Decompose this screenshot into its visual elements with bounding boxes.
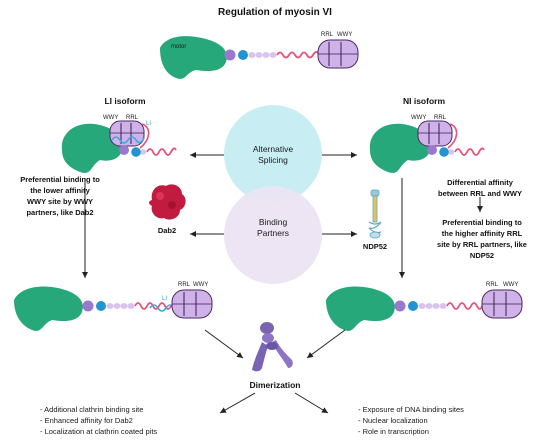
- left-text-block: Preferential binding to the lower affini…: [20, 175, 100, 217]
- outcome-item: - Nuclear localization: [358, 416, 428, 425]
- lever-sphere: [427, 145, 437, 155]
- rrl-label: RRL: [178, 282, 191, 288]
- cargo-binding-domain: [417, 120, 453, 147]
- wwy-label: WWY: [411, 115, 426, 121]
- right-text-bottom: Preferential binding to the higher affin…: [437, 218, 527, 260]
- right-text-line: between RRL and WWY: [438, 189, 522, 198]
- rrl-label: RRL: [434, 115, 447, 121]
- lever-sphere: [82, 300, 94, 312]
- myosin-ni-open: RRL WWY: [326, 282, 523, 331]
- li-isoform-label: LI isoform: [104, 96, 146, 106]
- coiled-coil: [446, 302, 483, 310]
- coiled-coil: [454, 147, 485, 156]
- outcomes-right: - Exposure of DNA binding sites - Nuclea…: [358, 405, 464, 436]
- binding-partners-line1: Binding: [259, 217, 288, 227]
- right-text-line: the higher affinity RRL: [442, 229, 523, 238]
- lever-arm-beads: [106, 303, 135, 309]
- li-label: LI: [162, 296, 167, 302]
- arrow-ni-dimer: [306, 329, 346, 359]
- motor-label: motor: [171, 44, 186, 50]
- motor-domain: [14, 286, 83, 331]
- coiled-coil: [146, 147, 177, 156]
- outcome-item: - Role in transcription: [358, 427, 429, 436]
- myosin-li-folded: WWY RRL LI: [61, 115, 177, 173]
- alternative-splicing-circle: [224, 105, 322, 203]
- rrl-label: RRL: [486, 282, 499, 288]
- dab2-protein: [149, 184, 186, 220]
- blue-sphere: [408, 301, 418, 311]
- dimerization-label: Dimerization: [249, 380, 300, 390]
- lever-arm-beads: [248, 52, 277, 58]
- binding-partners-circle: [224, 186, 322, 284]
- blue-sphere: [96, 301, 106, 311]
- blue-sphere: [238, 50, 248, 60]
- alt-splicing-line2: Splicing: [258, 155, 288, 165]
- li-helix: [149, 304, 175, 312]
- right-text-line: Differential affinity: [447, 178, 514, 187]
- motor-domain: [326, 286, 395, 331]
- right-text-line: NDP52: [470, 251, 494, 260]
- outcome-item: - Localization at clathrin coated pits: [40, 427, 157, 436]
- motor-domain: [160, 36, 227, 79]
- binding-partners-line2: Partners: [257, 228, 289, 238]
- wwy-label: WWY: [193, 282, 208, 288]
- myosin-top: motor RRL WWY: [160, 32, 359, 79]
- lever-sphere: [224, 49, 236, 61]
- ndp52-label: NDP52: [363, 242, 387, 251]
- myosin-ni-folded: WWY RRL: [369, 115, 485, 173]
- wwy-label: WWY: [503, 282, 518, 288]
- motor-domain: [369, 123, 431, 173]
- outcome-item: - Enhanced affinity for Dab2: [40, 416, 133, 425]
- left-text-line: partners, like Dab2: [26, 208, 93, 217]
- diagram-title: Regulation of myosin VI: [218, 7, 332, 18]
- wwy-label: WWY: [103, 115, 118, 121]
- li-label: LI: [146, 121, 151, 127]
- right-text-line: site by RRL partners, like: [437, 240, 527, 249]
- outcome-item: - Additional clathrin binding site: [40, 405, 143, 414]
- outcomes-left: - Additional clathrin binding site - Enh…: [40, 405, 157, 436]
- coiled-coil: [276, 50, 319, 59]
- wwy-label: WWY: [337, 32, 352, 38]
- right-text-top: Differential affinity between RRL and WW…: [438, 178, 522, 198]
- left-text-line: Preferential binding to: [20, 175, 100, 184]
- dab2-label: Dab2: [158, 226, 176, 235]
- right-text-line: Preferential binding to: [442, 218, 522, 227]
- ni-isoform-label: NI isoform: [403, 96, 445, 106]
- rrl-label: RRL: [126, 115, 139, 121]
- blue-sphere: [439, 147, 449, 157]
- lever-sphere: [119, 145, 129, 155]
- arrow-li-dimer: [204, 329, 244, 359]
- li-helix: [111, 136, 145, 144]
- left-text-line: WWY site by WWY: [27, 197, 93, 206]
- dimer-protein: [252, 322, 293, 372]
- outcome-item: - Exposure of DNA binding sites: [358, 405, 464, 414]
- lever-sphere: [394, 300, 406, 312]
- left-text-line: the lower affinity: [30, 186, 90, 195]
- ndp52-protein: [368, 189, 382, 239]
- blue-sphere: [131, 147, 141, 157]
- rrl-label: RRL: [321, 32, 334, 38]
- lever-arm-beads: [418, 303, 447, 309]
- arrow-outcome-right: [294, 392, 329, 414]
- arrow-outcome-left: [219, 392, 256, 414]
- alt-splicing-line1: Alternative: [253, 144, 293, 154]
- motor-domain: [61, 123, 123, 173]
- myosin-li-open: LI RRL WWY: [14, 282, 213, 331]
